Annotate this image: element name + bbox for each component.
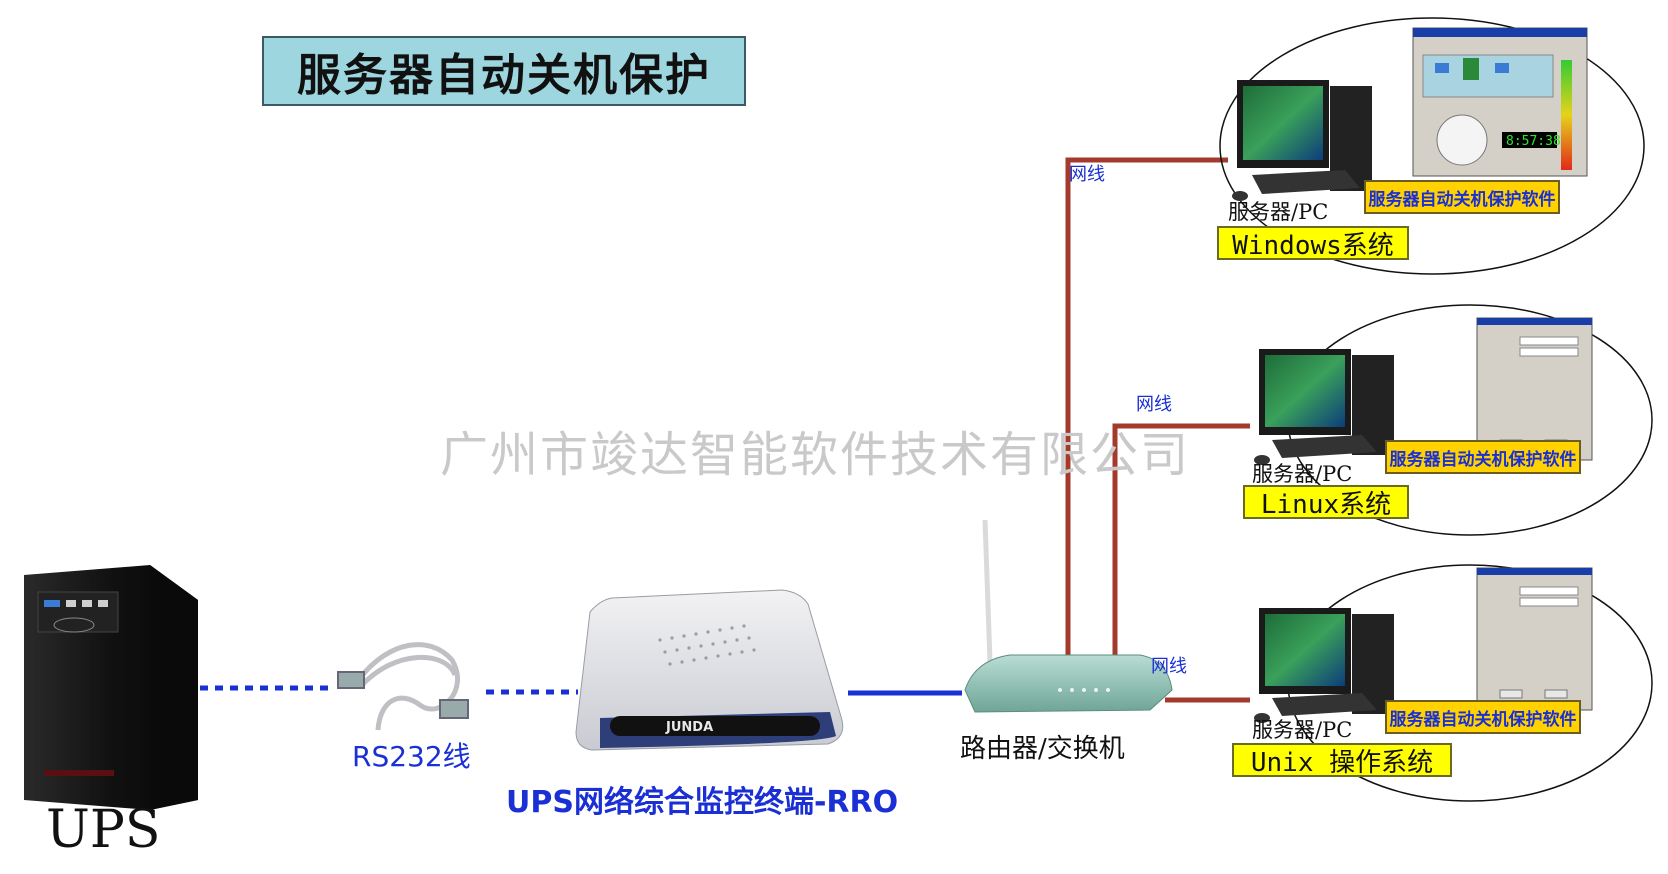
page-title: 服务器自动关机保护 (262, 36, 746, 106)
network-cable-windows (1065, 157, 1228, 666)
software-tag-unix: 服务器自动关机保护软件 (1385, 700, 1581, 734)
monitoring-terminal-device: JUNDA (575, 589, 844, 751)
software-clock-text: 8:57:38 (1506, 134, 1561, 149)
software-tag-linux: 服务器自动关机保护软件 (1385, 440, 1581, 474)
pc-label-linux: 服务器/PC (1252, 462, 1353, 486)
network-cable-label-linux: 网线 (1136, 394, 1172, 415)
os-tag-unix: Unix 操作系统 (1232, 743, 1452, 778)
os-tag-windows: Windows系统 (1217, 226, 1409, 261)
ups-device (24, 565, 198, 810)
pc-label-windows: 服务器/PC (1228, 200, 1329, 224)
software-window-config-linux (1476, 317, 1593, 461)
pc-label-unix: 服务器/PC (1252, 718, 1353, 742)
rs232-cable-label: RS232线 (352, 740, 471, 773)
terminal-label: UPS网络综合监控终端-RRO (506, 785, 899, 820)
rs232-cable (337, 642, 469, 731)
pc-linux-icon (1254, 349, 1394, 465)
network-cable-linux (1112, 423, 1250, 666)
router-label: 路由器/交换机 (960, 734, 1125, 764)
os-tag-linux: Linux系统 (1243, 485, 1409, 520)
terminal-brand-text: JUNDA (665, 720, 713, 735)
pc-windows-icon (1232, 80, 1372, 201)
software-window-config-unix (1476, 567, 1593, 711)
network-cable-label-windows: 网线 (1069, 164, 1105, 185)
client-windows-group (1219, 17, 1645, 275)
pc-unix-icon (1254, 608, 1394, 723)
software-window-main: 8:57:38 (1412, 27, 1588, 177)
ups-label: UPS (46, 800, 161, 860)
network-cable-label-unix: 网线 (1151, 656, 1187, 677)
router-device (964, 519, 1173, 713)
company-watermark: 广州市竣达智能软件技术有限公司 (440, 427, 1191, 483)
software-tag-windows: 服务器自动关机保护软件 (1364, 180, 1560, 214)
